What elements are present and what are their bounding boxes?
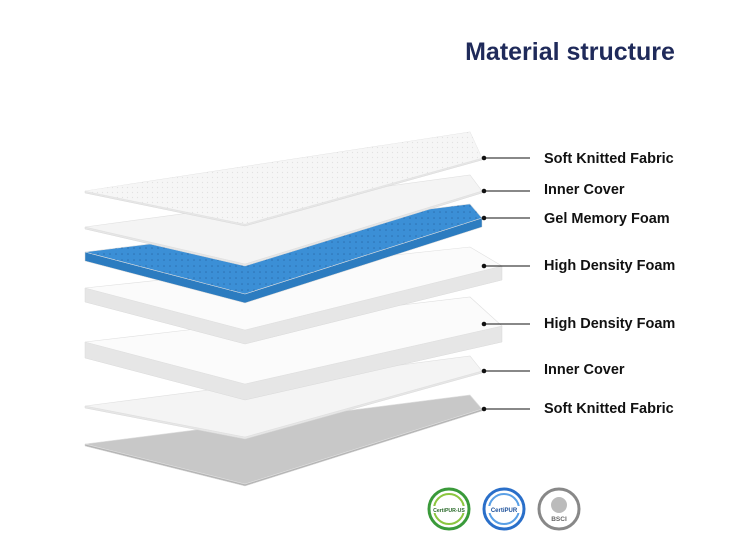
certipur-us-badge-icon: CertiPUR-US bbox=[427, 487, 471, 531]
layer-label-2: Inner Cover bbox=[544, 182, 625, 198]
layer-label-7: Soft Knitted Fabric bbox=[544, 401, 674, 417]
layer-label-5: High Density Foam bbox=[544, 316, 676, 332]
badge-text-3: BSCI bbox=[551, 516, 567, 523]
layer-label-4: High Density Foam bbox=[544, 258, 676, 274]
badge-text-1: CertiPUR-US bbox=[433, 508, 465, 514]
certipur-badge-icon: CertiPUR bbox=[482, 487, 526, 531]
layers-group bbox=[84, 131, 503, 487]
layer-label-3: Gel Memory Foam bbox=[544, 211, 670, 227]
page-title: Material structure bbox=[465, 38, 675, 66]
layer-label-6: Inner Cover bbox=[544, 362, 625, 378]
leaders-group bbox=[481, 155, 530, 412]
layer-label-1: Soft Knitted Fabric bbox=[544, 151, 674, 167]
knit-texture bbox=[85, 132, 482, 224]
bsci-badge-icon: BSCI bbox=[537, 487, 581, 531]
badge-text-2: CertiPUR bbox=[491, 508, 518, 514]
